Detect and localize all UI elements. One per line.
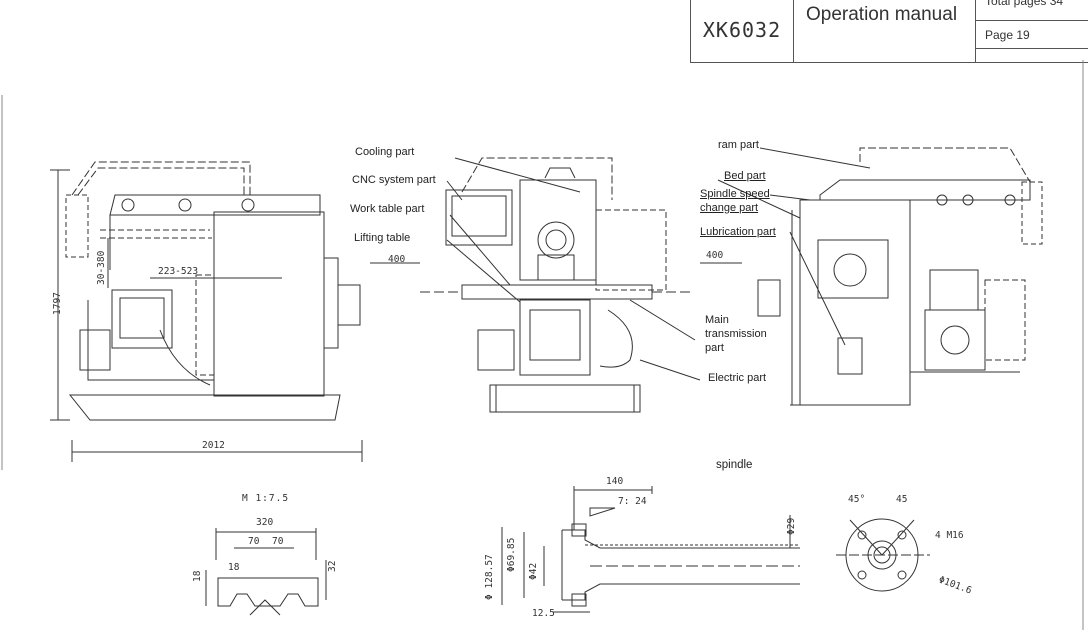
page-number: Page 19 [985, 28, 1030, 42]
tslot-pitch-a: 70 [248, 536, 260, 547]
tslot-pitch-b: 70 [272, 536, 284, 547]
rear-view-drawing [717, 147, 1043, 406]
title-block [690, 0, 1088, 63]
front-right-dim: 400 [706, 250, 724, 261]
spindle-drawing [501, 486, 930, 613]
outer-diameter-dim: Φ 128.57 [484, 554, 495, 600]
main-transmission-label: Main transmission part [705, 314, 767, 354]
mid-diameter-dim: Φ69.85 [506, 537, 517, 572]
title-divider [793, 0, 794, 62]
tslot-depth-left: 18 [192, 570, 203, 582]
cnc-system-label: CNC system part [352, 174, 436, 186]
bed-part-label: Bed part [724, 170, 766, 182]
angle-b-dim: 45 [896, 494, 908, 505]
title-divider [975, 48, 1088, 49]
lubrication-label: Lubrication part [700, 226, 776, 238]
inner-diameter-dim: Φ42 [528, 562, 539, 580]
vertical-travel-dim: 30-380 [96, 250, 107, 285]
spindle-title: spindle [716, 459, 753, 471]
angle-a-dim: 45° [848, 494, 866, 505]
work-table-label: Work table part [350, 203, 425, 215]
bore-diameter-dim: Φ29 [786, 517, 797, 535]
total-pages: Total pages 34 [985, 0, 1064, 8]
tslot-scale: M 1:7.5 [242, 493, 290, 504]
spindle-speed-label: Spindle speed change part [700, 188, 770, 214]
model-number: XK6032 [702, 18, 782, 42]
document-title: Operation manual [806, 4, 958, 25]
overall-width-dim: 2012 [202, 440, 225, 451]
horizontal-travel-dim: 223-523 [158, 266, 199, 277]
taper-dim: 7: 24 [618, 496, 647, 507]
front-left-dim: 400 [388, 254, 406, 265]
ram-part-label: ram part [718, 139, 759, 151]
lifting-table-label: Lifting table [354, 232, 411, 244]
overall-height-dim: 1797 [52, 292, 63, 315]
front-view-drawing [370, 157, 742, 413]
title-divider [975, 0, 976, 62]
offset-dim: 12.5 [532, 608, 555, 619]
tslot-slot-dim: 18 [228, 562, 240, 573]
cooling-part-label: Cooling part [355, 146, 415, 158]
tslot-depth-right: 32 [327, 560, 338, 572]
tslot-width-dim: 320 [256, 517, 274, 528]
spindle-length-dim: 140 [606, 476, 624, 487]
thread-dim: 4 M16 [935, 530, 964, 541]
electric-part-label: Electric part [708, 372, 767, 384]
title-divider [975, 20, 1088, 21]
tslot-drawing [205, 528, 327, 616]
side-view-drawing [50, 161, 363, 462]
